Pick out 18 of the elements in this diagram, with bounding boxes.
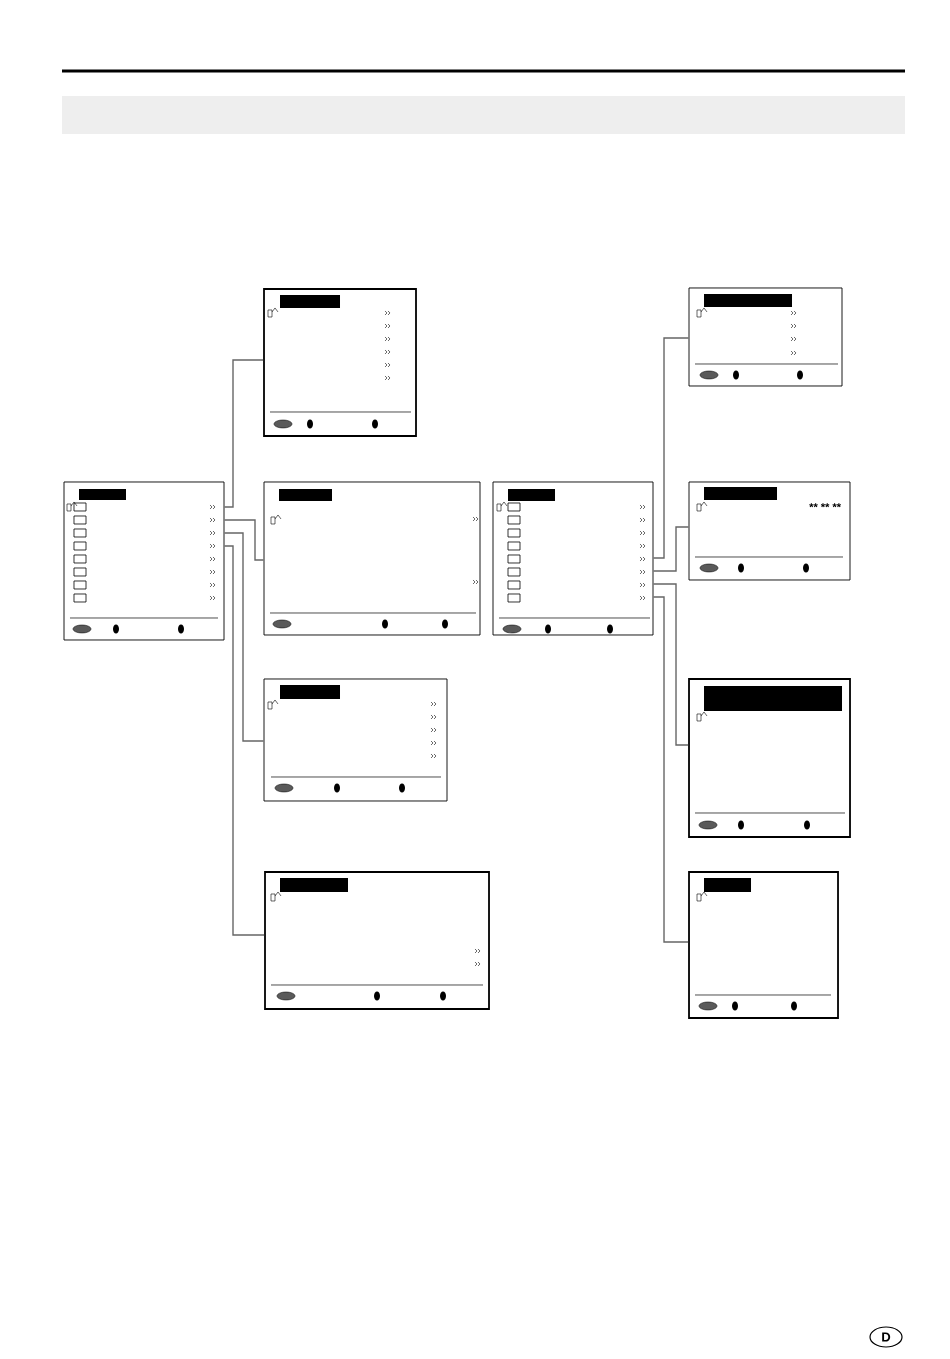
connector-line bbox=[652, 337, 690, 559]
menu-screen bbox=[263, 678, 448, 802]
menu-screen bbox=[264, 871, 490, 1010]
menu-screen bbox=[688, 287, 843, 387]
connector-line bbox=[223, 519, 265, 561]
connector-line bbox=[652, 583, 689, 746]
menu-screen bbox=[263, 481, 481, 636]
connector-line bbox=[652, 596, 689, 943]
menu-screen bbox=[688, 871, 839, 1019]
menu-screen: ** ** ** bbox=[688, 481, 851, 581]
connector-line bbox=[223, 532, 265, 742]
connector-line bbox=[652, 526, 690, 572]
connector-line bbox=[223, 359, 264, 508]
menu-screen bbox=[492, 481, 654, 636]
menu-screen bbox=[688, 678, 851, 838]
menu-screen bbox=[263, 288, 417, 437]
menu-screen bbox=[63, 481, 225, 641]
connector-line bbox=[223, 545, 265, 936]
